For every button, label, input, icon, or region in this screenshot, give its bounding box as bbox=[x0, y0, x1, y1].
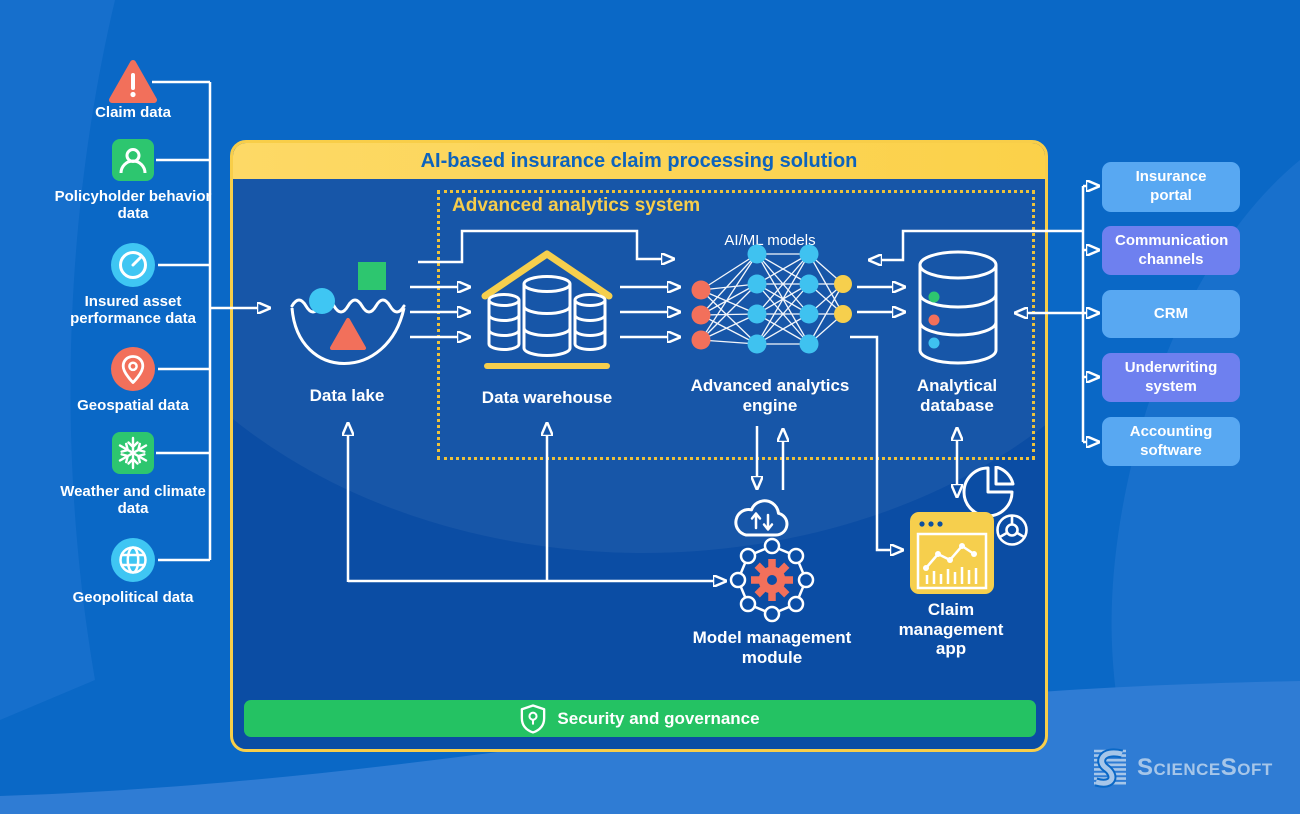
source-label-claim-data: Claim data bbox=[95, 104, 171, 121]
neural-network-icon bbox=[691, 244, 852, 354]
analytical-database-icon bbox=[918, 250, 998, 365]
shield-icon bbox=[521, 703, 546, 734]
globe-icon bbox=[111, 538, 155, 582]
security-governance-label: Security and governance bbox=[557, 708, 760, 728]
analytical-database-label: Analytical database bbox=[916, 376, 998, 415]
security-governance-bar: Security and governance bbox=[244, 700, 1036, 737]
external-box-accounting-software: Accounting software bbox=[1102, 417, 1240, 466]
source-label-policyholder: Policyholder behavior data bbox=[54, 188, 212, 223]
model-gear-ring-icon bbox=[729, 537, 815, 623]
data-lake-icon bbox=[290, 262, 406, 365]
data-warehouse-label: Data warehouse bbox=[481, 388, 613, 407]
advanced-analytics-system-box bbox=[437, 190, 1035, 460]
box-inner-highlight bbox=[233, 143, 1045, 553]
model-management-label: Model management module bbox=[692, 628, 852, 667]
source-label-geospatial: Geospatial data bbox=[77, 397, 189, 414]
person-icon bbox=[112, 139, 154, 181]
source-label-insured-asset: Insured asset performance data bbox=[70, 293, 196, 328]
ai-ml-models-label: AI/ML models bbox=[724, 232, 816, 249]
claim-app-icon bbox=[910, 466, 1028, 594]
external-label: CRM bbox=[1153, 304, 1189, 322]
source-label-geopolitical: Geopolitical data bbox=[72, 589, 194, 606]
external-label: Insurance portal bbox=[1135, 168, 1207, 204]
sciencesoft-logo-text: ScienceSoft bbox=[1137, 754, 1273, 781]
sciencesoft-logo: ScienceSoft bbox=[1092, 748, 1273, 788]
sciencesoft-logo-mark bbox=[1094, 748, 1126, 788]
solution-title: AI-based insurance claim processing solu… bbox=[420, 149, 858, 172]
external-box-communication-channels: Communication channels bbox=[1102, 226, 1240, 275]
claim-app-label: Claim management app bbox=[898, 600, 1004, 659]
external-box-insurance-portal: Insurance portal bbox=[1102, 162, 1240, 212]
data-warehouse-icon bbox=[481, 250, 613, 369]
external-box-crm: CRM bbox=[1102, 290, 1240, 338]
external-label: Communication channels bbox=[1115, 231, 1229, 268]
data-lake-label: Data lake bbox=[309, 386, 385, 405]
location-pin-icon bbox=[111, 347, 155, 391]
analytics-engine-label: Advanced analytics engine bbox=[690, 376, 850, 415]
external-label: Underwriting system bbox=[1124, 358, 1218, 395]
external-box-underwriting-system: Underwriting system bbox=[1102, 353, 1240, 402]
source-label-weather: Weather and climate data bbox=[60, 483, 206, 518]
gauge-icon bbox=[111, 243, 155, 287]
external-label: Accounting software bbox=[1129, 422, 1213, 459]
advanced-analytics-system-label: Advanced analytics system bbox=[452, 195, 701, 216]
warning-triangle-icon bbox=[109, 60, 157, 103]
solution-title-band: AI-based insurance claim processing solu… bbox=[233, 143, 1045, 179]
snowflake-icon bbox=[112, 432, 154, 474]
cloud-sync-icon bbox=[734, 499, 789, 537]
